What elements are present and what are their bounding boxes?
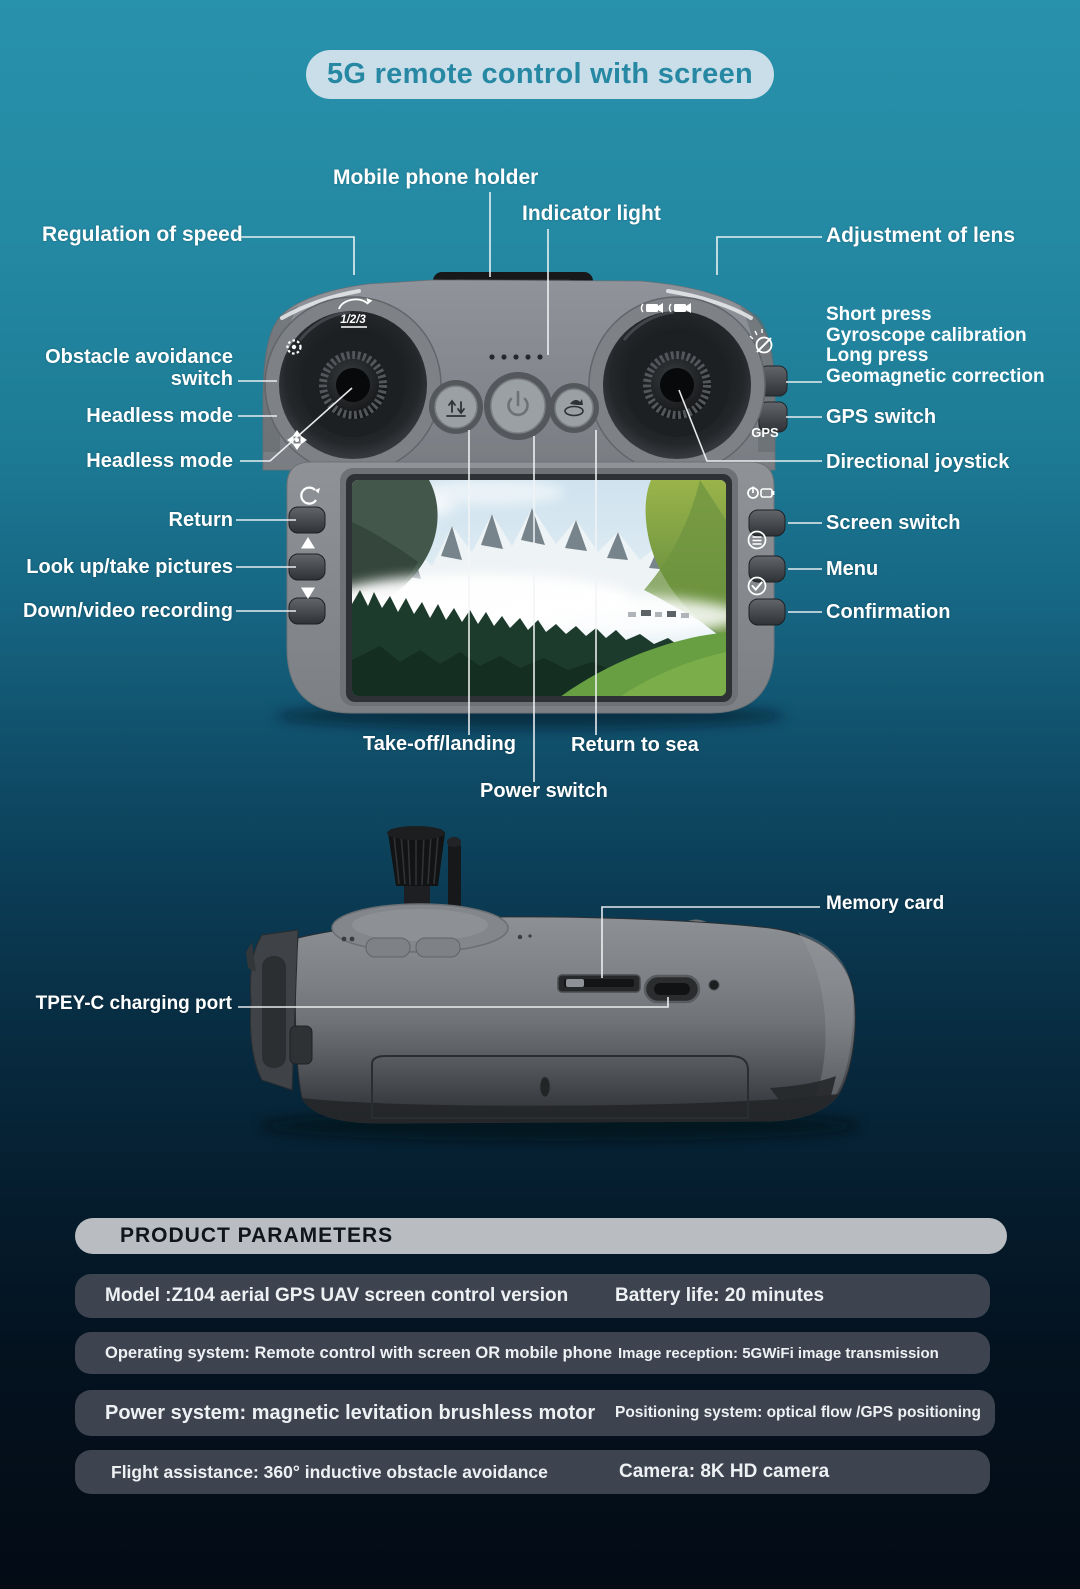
label-power-switch: Power switch	[480, 780, 608, 802]
controller-side-view	[246, 826, 860, 1141]
label-regulation-of-speed: Regulation of speed	[42, 223, 243, 246]
screen-switch-button	[748, 509, 786, 537]
label-look-up-take-pictures: Look up/take pictures	[26, 556, 233, 578]
label-menu: Menu	[826, 558, 879, 580]
controller-front-view: 1/2/3	[262, 272, 788, 729]
label-adjustment-of-lens: Adjustment of lens	[826, 224, 1016, 247]
usb-c-port	[643, 974, 701, 1004]
down-arrow-icon	[301, 587, 315, 599]
screen-village-buildings	[628, 610, 689, 618]
label-short-press: Short press	[826, 304, 932, 325]
side-led-dot	[708, 979, 720, 991]
label-return: Return	[168, 509, 233, 531]
label-confirmation: Confirmation	[826, 601, 951, 623]
label-gps-switch: GPS switch	[826, 406, 937, 428]
screen-switch-icon	[747, 486, 775, 499]
label-gyroscope-calibration: Gyroscope calibration	[826, 324, 1027, 346]
line-headless-mode-2	[240, 387, 353, 462]
confirmation-button	[748, 598, 786, 626]
parameter-row-flight: Flight assistance: 360° inductive obstac…	[75, 1450, 990, 1494]
screw	[539, 1076, 551, 1098]
parameter-row-model: Model :Z104 aerial GPS UAV screen contro…	[75, 1274, 990, 1318]
power-button	[484, 372, 552, 440]
gyro-calibration-icon	[749, 329, 773, 354]
line-tpey-c	[238, 997, 669, 1008]
parameter-row-power: Power system: magnetic levitation brushl…	[75, 1390, 995, 1436]
menu-icon	[747, 530, 767, 550]
param-battery-life: Battery life: 20 minutes	[615, 1285, 825, 1306]
speed-mode-text: 1/2/3	[340, 314, 366, 326]
indicator-light-dots	[489, 354, 543, 360]
label-memory-card: Memory card	[826, 893, 945, 914]
label-long-press: Long press	[826, 345, 929, 366]
label-tpey-c-charging-port: TPEY-C charging port	[35, 993, 232, 1014]
param-power-system: Power system: magnetic levitation brushl…	[105, 1401, 596, 1424]
param-image-reception: Image reception: 5GWiFi image transmissi…	[618, 1344, 939, 1362]
label-headless-mode-1: Headless mode	[86, 405, 233, 427]
memory-card-slot	[557, 974, 641, 993]
label-take-off-landing: Take-off/landing	[363, 733, 516, 755]
param-positioning-system: Positioning system: optical flow /GPS po…	[615, 1404, 981, 1421]
take-off-landing-button	[429, 380, 483, 434]
label-directional-joystick: Directional joystick	[826, 451, 1010, 473]
param-camera: Camera: 8K HD camera	[619, 1461, 830, 1482]
gps-text: GPS	[751, 425, 779, 440]
parameters-header: PRODUCT PARAMETERS	[75, 1218, 1007, 1254]
label-obstacle-avoidance-switch: Obstacle avoidance switch	[45, 346, 233, 390]
label-press-functions: Short press Gyroscope calibration Long p…	[826, 304, 1045, 387]
param-operating-system: Operating system: Remote control with sc…	[105, 1343, 613, 1362]
label-geomagnetic-correction: Geomagnetic correction	[826, 365, 1045, 387]
label-down-video-recording: Down/video recording	[22, 600, 233, 622]
return-icon	[300, 486, 320, 505]
side-back-clip	[246, 929, 313, 1091]
title-banner: 5G remote control with screen	[306, 50, 774, 99]
callout-lines	[236, 192, 822, 1008]
return-to-sea-button	[549, 383, 599, 433]
label-return-to-sea: Return to sea	[571, 734, 699, 756]
parameter-row-os: Operating system: Remote control with sc…	[75, 1332, 990, 1374]
side-joystick	[387, 826, 461, 922]
line-adjustment-of-lens	[716, 236, 822, 275]
obstacle-avoidance-icon	[286, 339, 302, 355]
right-joystick	[588, 296, 766, 474]
line-directional-joystick	[678, 389, 822, 462]
param-model: Model :Z104 aerial GPS UAV screen contro…	[105, 1285, 569, 1306]
line-memory-card	[601, 906, 820, 978]
camera-icon-2	[668, 303, 691, 313]
speed-mode-icon: 1/2/3	[338, 298, 373, 328]
label-indicator-light: Indicator light	[522, 202, 661, 225]
label-headless-mode-2: Headless mode	[86, 450, 233, 472]
confirmation-icon	[747, 576, 767, 596]
label-screen-switch: Screen switch	[826, 512, 961, 534]
menu-button	[748, 555, 786, 583]
parameters-header-text: PRODUCT PARAMETERS	[120, 1224, 394, 1247]
label-mobile-phone-holder: Mobile phone holder	[333, 166, 539, 189]
battery-door	[371, 1055, 749, 1119]
left-joystick	[264, 296, 442, 474]
line-regulation-of-speed	[240, 236, 355, 275]
page-title: 5G remote control with screen	[326, 58, 754, 90]
param-flight-assistance: Flight assistance: 360° inductive obstac…	[111, 1461, 548, 1482]
camera-icon-1	[640, 303, 663, 313]
up-arrow-icon	[301, 537, 315, 549]
screen-landscape-image	[352, 480, 726, 696]
